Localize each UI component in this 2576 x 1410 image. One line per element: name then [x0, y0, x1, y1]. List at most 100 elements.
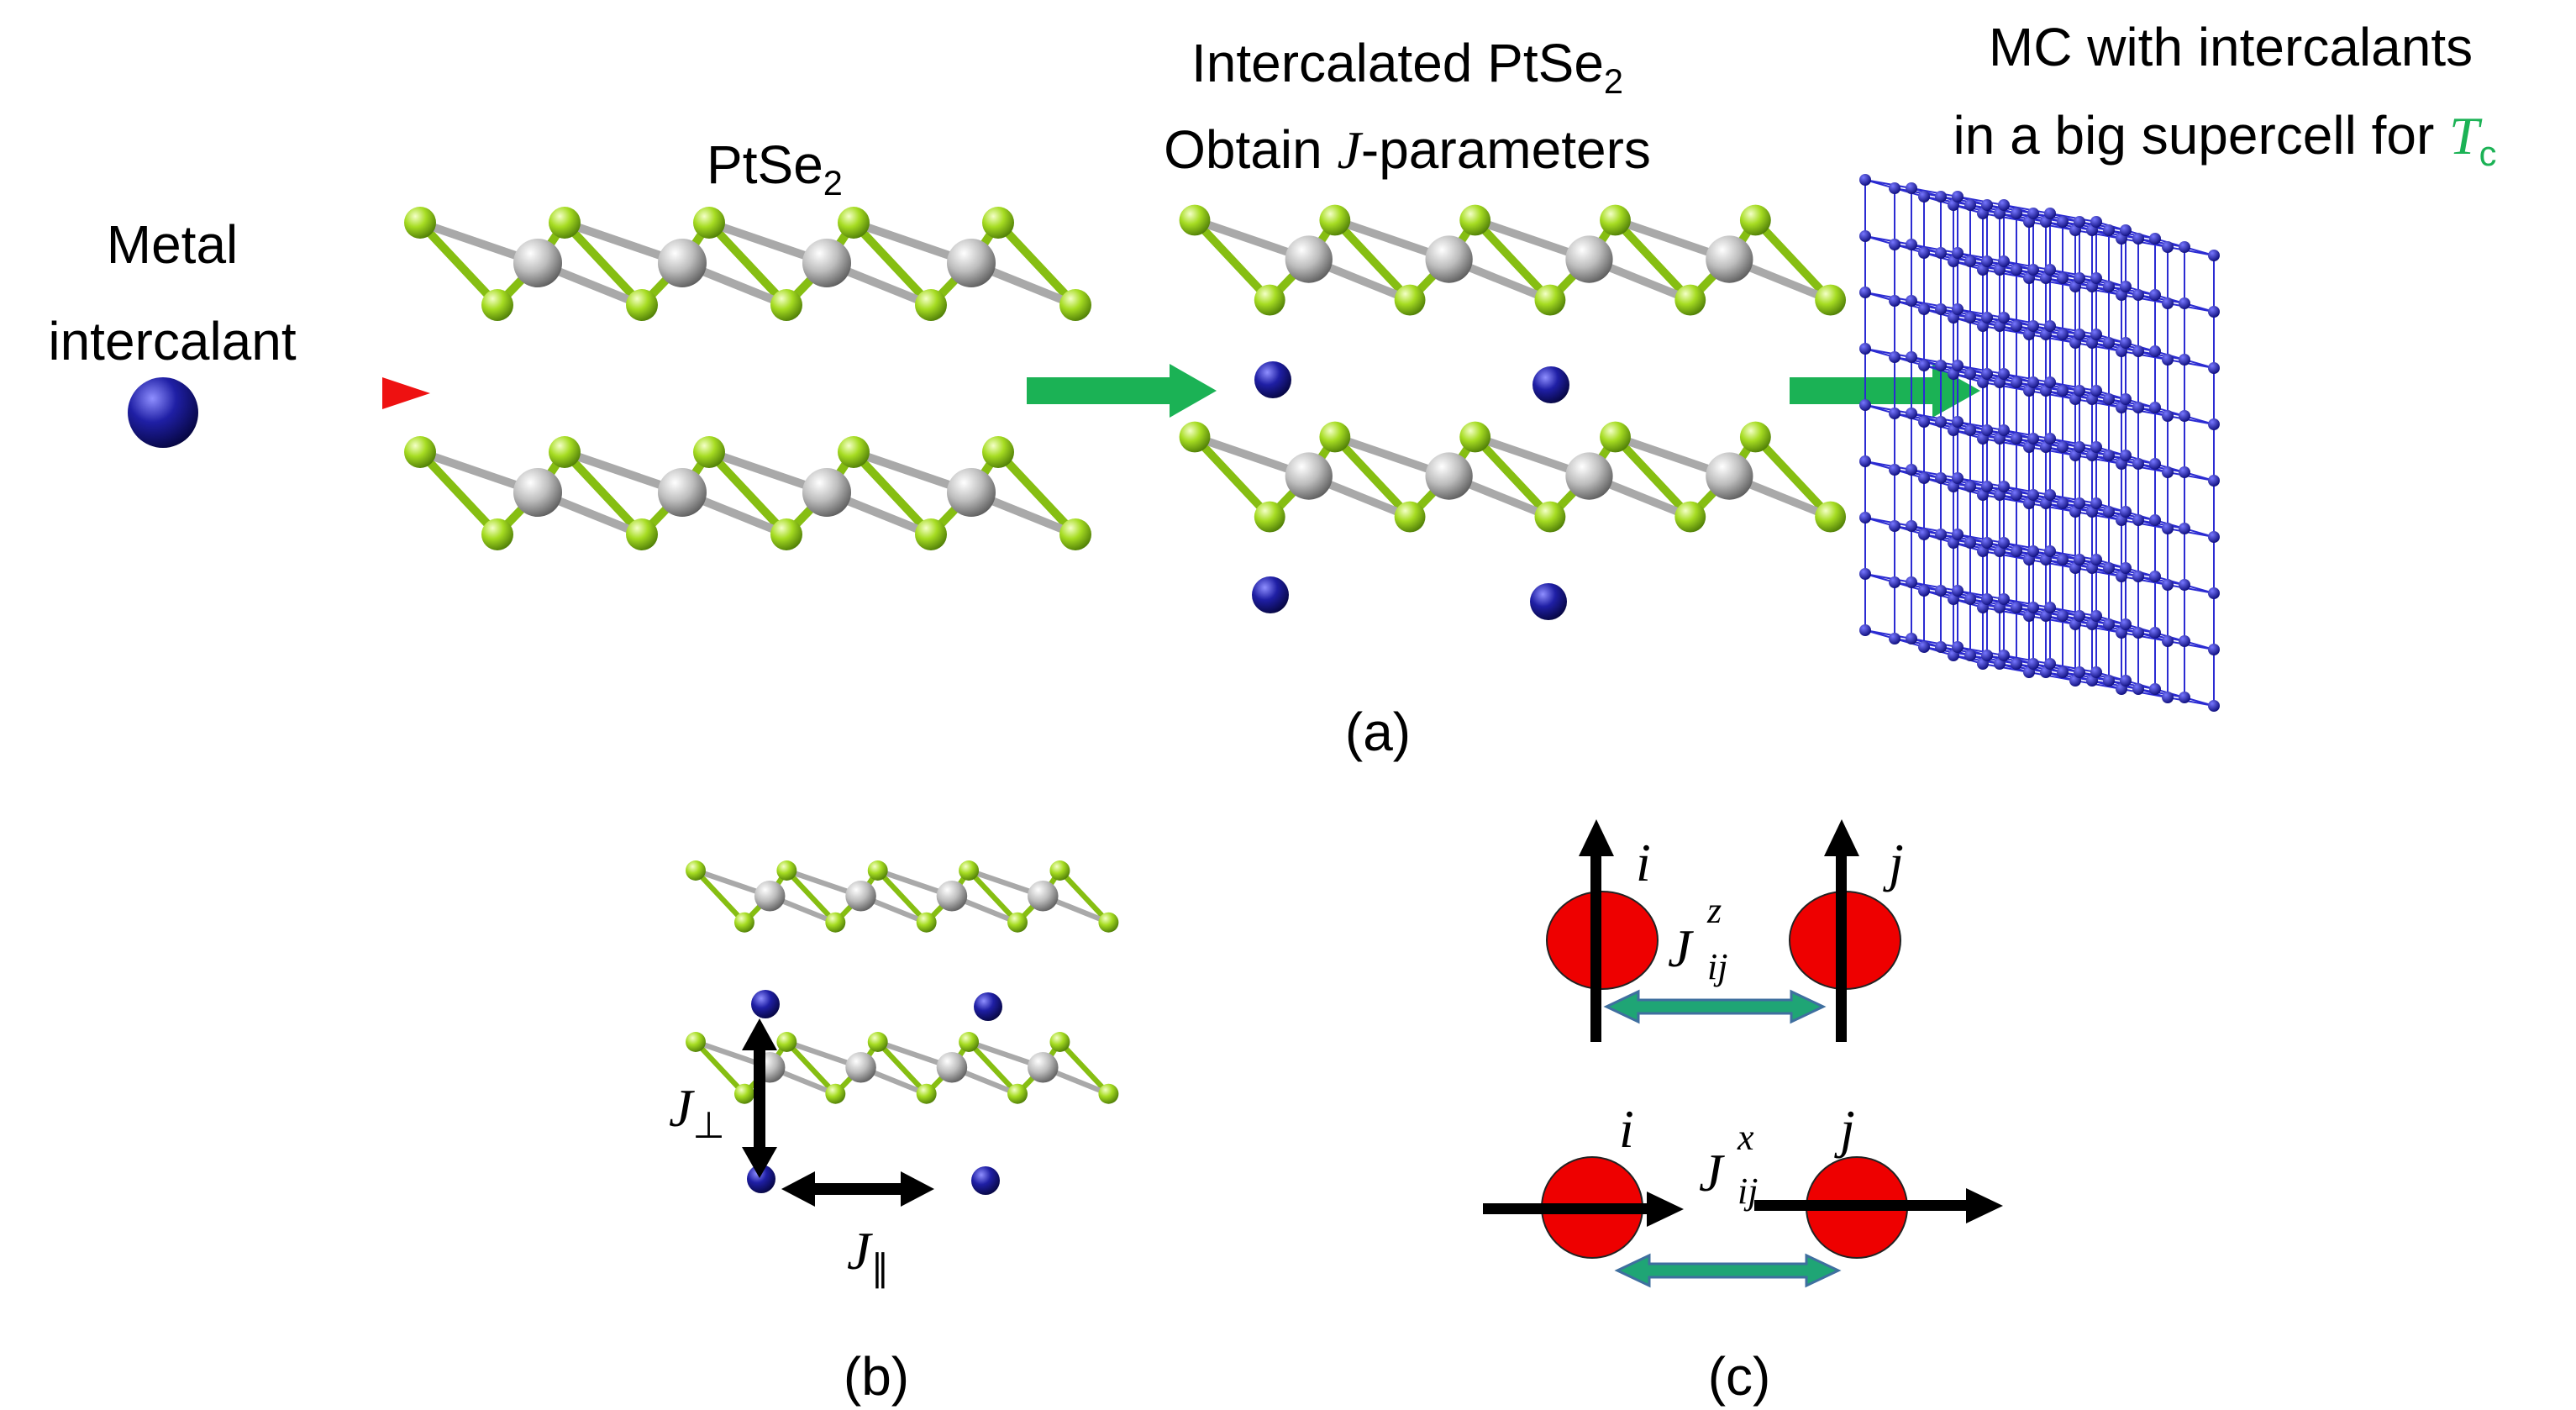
- platinum-atom: [947, 239, 996, 287]
- lattice-node: [2090, 666, 2102, 678]
- lattice-node: [2179, 579, 2190, 591]
- lattice-node: [2132, 402, 2144, 413]
- lattice-node: [1935, 360, 1947, 371]
- platinum-atom: [658, 239, 707, 287]
- platinum-atom: [802, 239, 851, 287]
- red-arrow: [250, 377, 430, 409]
- j-perp-arrow-head-bottom: [742, 1147, 777, 1178]
- lattice-node: [1964, 255, 1976, 267]
- lattice-node: [2074, 554, 2085, 566]
- lattice-node: [1935, 529, 1947, 540]
- lattice-node: [2044, 433, 2056, 445]
- selenium-atom: [1815, 501, 1847, 533]
- selenium-atom: [1007, 912, 1028, 933]
- lattice-node: [2149, 289, 2161, 301]
- lattice-node: [2090, 554, 2102, 566]
- platinum-atom: [845, 1051, 876, 1083]
- selenium-atom: [481, 289, 513, 321]
- selenium-atom: [838, 436, 870, 468]
- bond: [1470, 433, 1554, 521]
- lattice-node: [1981, 368, 1993, 380]
- spin-j-x-arrow-head: [1966, 1188, 2003, 1223]
- j-par-label: J∥: [847, 1221, 889, 1289]
- lattice-node: [1998, 481, 2010, 492]
- lattice-node: [2132, 683, 2144, 695]
- selenium-atom: [1459, 421, 1491, 453]
- lattice-node: [2179, 466, 2190, 478]
- bond: [1330, 433, 1414, 521]
- metal-intercalant-atom: [128, 377, 198, 448]
- bond: [965, 1039, 1021, 1097]
- lattice-node: [2162, 635, 2174, 647]
- lattice-node: [2103, 675, 2115, 687]
- lattice-node: [1952, 303, 1964, 315]
- lattice-node: [1952, 247, 1964, 259]
- platinum-atom: [936, 1051, 968, 1083]
- lattice-node: [1935, 303, 1947, 315]
- mc-label-line2: in a big supercell for Tc: [1953, 105, 2497, 173]
- lattice-node: [2090, 272, 2102, 284]
- selenium-atom: [825, 912, 846, 933]
- selenium-atom: [1254, 284, 1285, 316]
- selenium-atom: [1049, 1032, 1070, 1052]
- caption-b: (b): [844, 1346, 909, 1407]
- lattice-node: [2027, 320, 2039, 332]
- j-perp-arrow-shaft: [754, 1046, 765, 1150]
- selenium-atom: [1179, 204, 1211, 236]
- lattice-node: [2208, 587, 2220, 599]
- platinum-atom: [754, 880, 786, 912]
- selenium-atom: [959, 1032, 980, 1052]
- lattice-node: [1998, 312, 2010, 324]
- bond: [784, 867, 839, 925]
- platinum-atom: [1028, 880, 1059, 912]
- selenium-atom: [1098, 1083, 1119, 1104]
- bond: [965, 867, 1021, 925]
- lattice-node: [2074, 385, 2085, 397]
- lattice-node: [1964, 312, 1976, 324]
- lattice-node: [2090, 610, 2102, 622]
- selenium-atom: [1007, 1083, 1028, 1104]
- green-arrow-1-head: [1170, 364, 1217, 418]
- lattice-node: [2103, 618, 2115, 630]
- lattice-node: [2011, 545, 2022, 557]
- lattice-node: [1935, 191, 1947, 203]
- selenium-atom: [1600, 204, 1631, 236]
- lattice-node: [2162, 297, 2174, 309]
- lattice-node: [1906, 182, 1917, 194]
- lattice-node: [1859, 512, 1871, 523]
- site-j-label-bottom: j: [1834, 1099, 1855, 1159]
- lattice-node: [2027, 208, 2039, 219]
- selenium-atom: [770, 289, 802, 321]
- bond: [875, 867, 929, 925]
- lattice-node: [2132, 571, 2144, 582]
- lattice-node: [2044, 658, 2056, 670]
- lattice-node: [2090, 385, 2102, 397]
- lattice-node: [1964, 199, 1976, 211]
- lattice-node: [1918, 303, 1930, 315]
- selenium-atom: [825, 1083, 846, 1104]
- mc-supercell-lattice: [1859, 174, 2220, 712]
- lattice-node: [2132, 345, 2144, 357]
- lattice-node: [2120, 618, 2132, 630]
- lattice-node: [1964, 424, 1976, 436]
- selenium-atom: [404, 436, 436, 468]
- intercalant-atom: [971, 1166, 1000, 1195]
- lattice-node: [2074, 272, 2085, 284]
- lattice-node: [1964, 537, 1976, 549]
- coupling-arrow-z: [1603, 989, 1827, 1024]
- lattice-node: [2044, 376, 2056, 388]
- selenium-atom: [982, 207, 1014, 239]
- lattice-node: [2090, 497, 2102, 509]
- lattice-node: [2027, 602, 2039, 613]
- bond: [1057, 867, 1112, 925]
- lattice-node: [2149, 233, 2161, 245]
- lattice-node: [2057, 554, 2069, 566]
- lattice-node: [1906, 576, 1917, 588]
- j-perp-arrow-head-top: [742, 1018, 777, 1050]
- selenium-atom: [1319, 421, 1351, 453]
- lattice-node: [2011, 602, 2022, 613]
- lattice-node: [1998, 368, 2010, 380]
- lattice-node: [2120, 281, 2132, 292]
- lattice-node: [1981, 255, 1993, 267]
